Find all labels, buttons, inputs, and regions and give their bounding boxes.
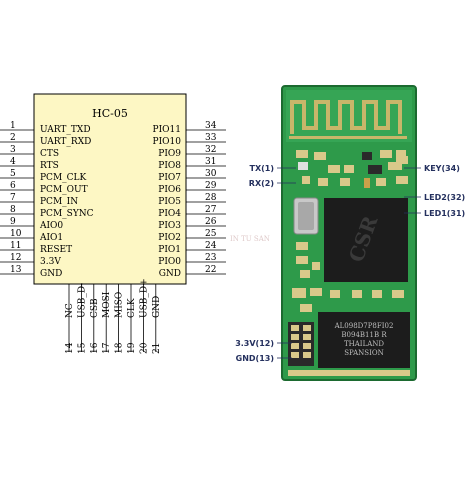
pin-name: PIO2 — [158, 233, 181, 243]
pin-number: 15 — [77, 342, 87, 354]
pin-number: 29 — [205, 181, 217, 191]
pin-name: PCM_SYNC — [40, 209, 94, 219]
pin-name: MOSI — [102, 291, 112, 318]
pin-name: AIO0 — [39, 221, 63, 231]
pin-name: MISO — [115, 292, 125, 318]
pin-number: 18 — [115, 342, 125, 354]
pin-number: 26 — [205, 217, 217, 227]
pin-name: UART_RXD — [40, 137, 91, 147]
watermark-text: IN TU SAN — [230, 235, 270, 243]
right-pin-group: 34 PIO11 33 PIO10 32 PIO9 31 PIO8 30 PIO7 29 PIO6 28… — [153, 121, 226, 279]
flash-marking-line: AL098D7P8FI02 — [334, 322, 394, 330]
pin-name: CSB — [90, 298, 100, 318]
left-pin-group: 1 UART_TXD 2 UART_RXD 3 CTS 4 RTS 5 PCM_CLK 6 PCM_O… — [0, 121, 94, 279]
pin-name: CLK — [127, 298, 137, 318]
pin-name: PIO4 — [158, 209, 181, 219]
pin-number: 2 — [10, 133, 16, 143]
pin-name: PIO5 — [158, 197, 181, 207]
chip-title: HC-05 — [92, 107, 128, 120]
pinout-schematic: HC-05 1 UART_TXD 2 UART_RXD 3 CTS 4 RTS 5 PCM_CLK… — [0, 93, 226, 354]
pin-number: 14 — [65, 342, 75, 354]
pin-number: 17 — [102, 342, 112, 354]
pin-number: 33 — [205, 133, 217, 143]
pin-name: GND — [152, 296, 162, 318]
csr-chip — [324, 198, 408, 282]
pin-number: 13 — [10, 265, 22, 275]
module-pin-label-led1: LED1(31) — [424, 209, 465, 218]
pin-name: PIO7 — [158, 173, 181, 183]
antenna-area — [286, 90, 412, 142]
pin-number: 23 — [205, 253, 217, 263]
chip-body — [33, 93, 187, 285]
pin-name: PCM_CLK — [40, 173, 87, 183]
bottom-edge-pads — [288, 370, 410, 376]
antenna-trace — [290, 100, 402, 134]
pin-name: PIO3 — [158, 221, 181, 231]
pin-number: 32 — [205, 145, 216, 155]
pin-number: 19 — [127, 342, 137, 354]
pin-name: PIO10 — [153, 137, 182, 147]
pin-name: PCM_IN — [40, 197, 78, 207]
flash-marking-line: THAILAND — [344, 340, 384, 348]
module-side-labels: TX(1) RX(2) 3.3V(12) GND(13) KEY(34) LED2(32)… — [235, 164, 465, 363]
pin-name: USB_D- — [77, 283, 87, 318]
pin-name: PIO6 — [158, 185, 181, 195]
flash-marking-line: SPANSION — [344, 349, 383, 357]
pin-name: PIO0 — [158, 257, 181, 267]
pin-number: 3 — [10, 145, 16, 155]
pin-number: 28 — [205, 193, 217, 203]
pin-name: 3.3V — [40, 257, 61, 267]
module-pin-label-tx: TX(1) — [249, 164, 274, 173]
pin-name: CTS — [40, 149, 59, 159]
pin-number: 24 — [205, 241, 217, 251]
pin-name: RTS — [40, 161, 59, 171]
pin-name: PIO1 — [158, 245, 181, 255]
flash-marking-line: B094B11B R — [341, 331, 387, 339]
pin-number: 5 — [10, 169, 16, 179]
pin-number: 34 — [205, 121, 217, 131]
bottom-pin-group: NC 14 USB_D- 15 CSB 16 MOSI 17 MISO 18 CLK 19 USB_D+… — [65, 278, 162, 354]
module-pin-label-rx: RX(2) — [249, 179, 274, 188]
pin-number: 4 — [10, 157, 16, 167]
pin-name: USB_D+ — [139, 278, 149, 318]
pin-number: 7 — [10, 193, 16, 203]
pin-number: 21 — [152, 343, 162, 354]
module-pin-label-led2: LED2(32) — [424, 193, 465, 202]
pin-number: 25 — [205, 229, 217, 239]
pin-name: GND — [40, 269, 62, 279]
pin-number: 1 — [10, 121, 16, 131]
pin-number: 6 — [10, 181, 16, 191]
pin-number: 8 — [10, 205, 16, 215]
pin-number: 22 — [205, 265, 216, 275]
pin-number: 9 — [10, 217, 16, 227]
pin-name: PCM_OUT — [40, 185, 88, 195]
pin-name: AIO1 — [39, 233, 63, 243]
pin-name: PIO8 — [158, 161, 181, 171]
pin-number: 16 — [90, 342, 100, 354]
module-pin-label-gnd: GND(13) — [236, 354, 274, 363]
pin-name: PIO9 — [158, 149, 181, 159]
pin-number: 31 — [205, 157, 216, 167]
pin-name: UART_TXD — [40, 125, 91, 135]
pin-number: 11 — [10, 241, 21, 251]
pin-name: NC — [65, 303, 75, 318]
pin-name: GND — [159, 269, 181, 279]
pin-number: 30 — [205, 169, 217, 179]
pin-number: 20 — [139, 342, 149, 354]
module-pin-label-v33: 3.3V(12) — [235, 339, 274, 348]
pin-name: PIO11 — [153, 125, 181, 135]
pin-number: 10 — [10, 229, 22, 239]
pin-name: RESET — [40, 245, 72, 255]
pin-number: 27 — [205, 205, 217, 215]
flash-chip — [318, 312, 410, 368]
module-pin-label-key: KEY(34) — [424, 164, 460, 173]
pin-number: 12 — [10, 253, 21, 263]
